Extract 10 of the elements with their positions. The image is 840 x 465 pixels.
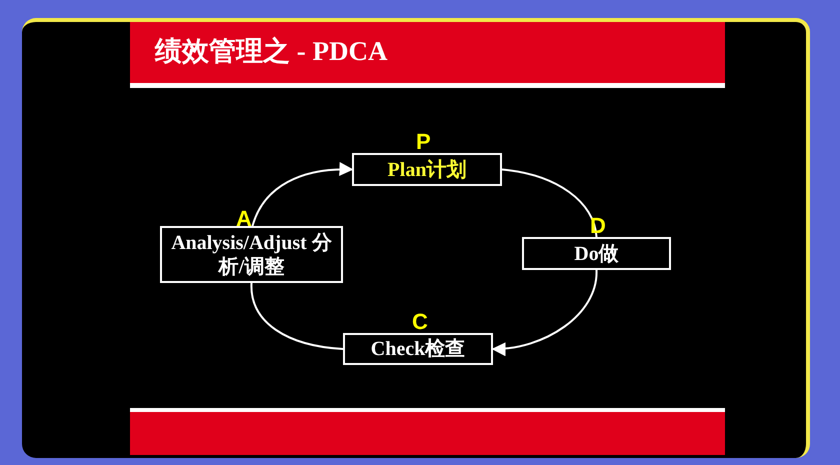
box-text: Analysis/Adjust 分析/调整	[170, 230, 333, 278]
step-letter: P	[416, 131, 431, 153]
title: 绩效管理之 - PDCA	[155, 35, 388, 68]
arrow	[492, 270, 598, 356]
step-letter: A	[236, 208, 252, 230]
step-letter: C	[412, 311, 428, 333]
arrow	[252, 162, 354, 226]
box-text: Plan计划	[388, 158, 466, 182]
box-text: Check检查	[370, 337, 466, 361]
box-text: Do做	[574, 242, 619, 266]
